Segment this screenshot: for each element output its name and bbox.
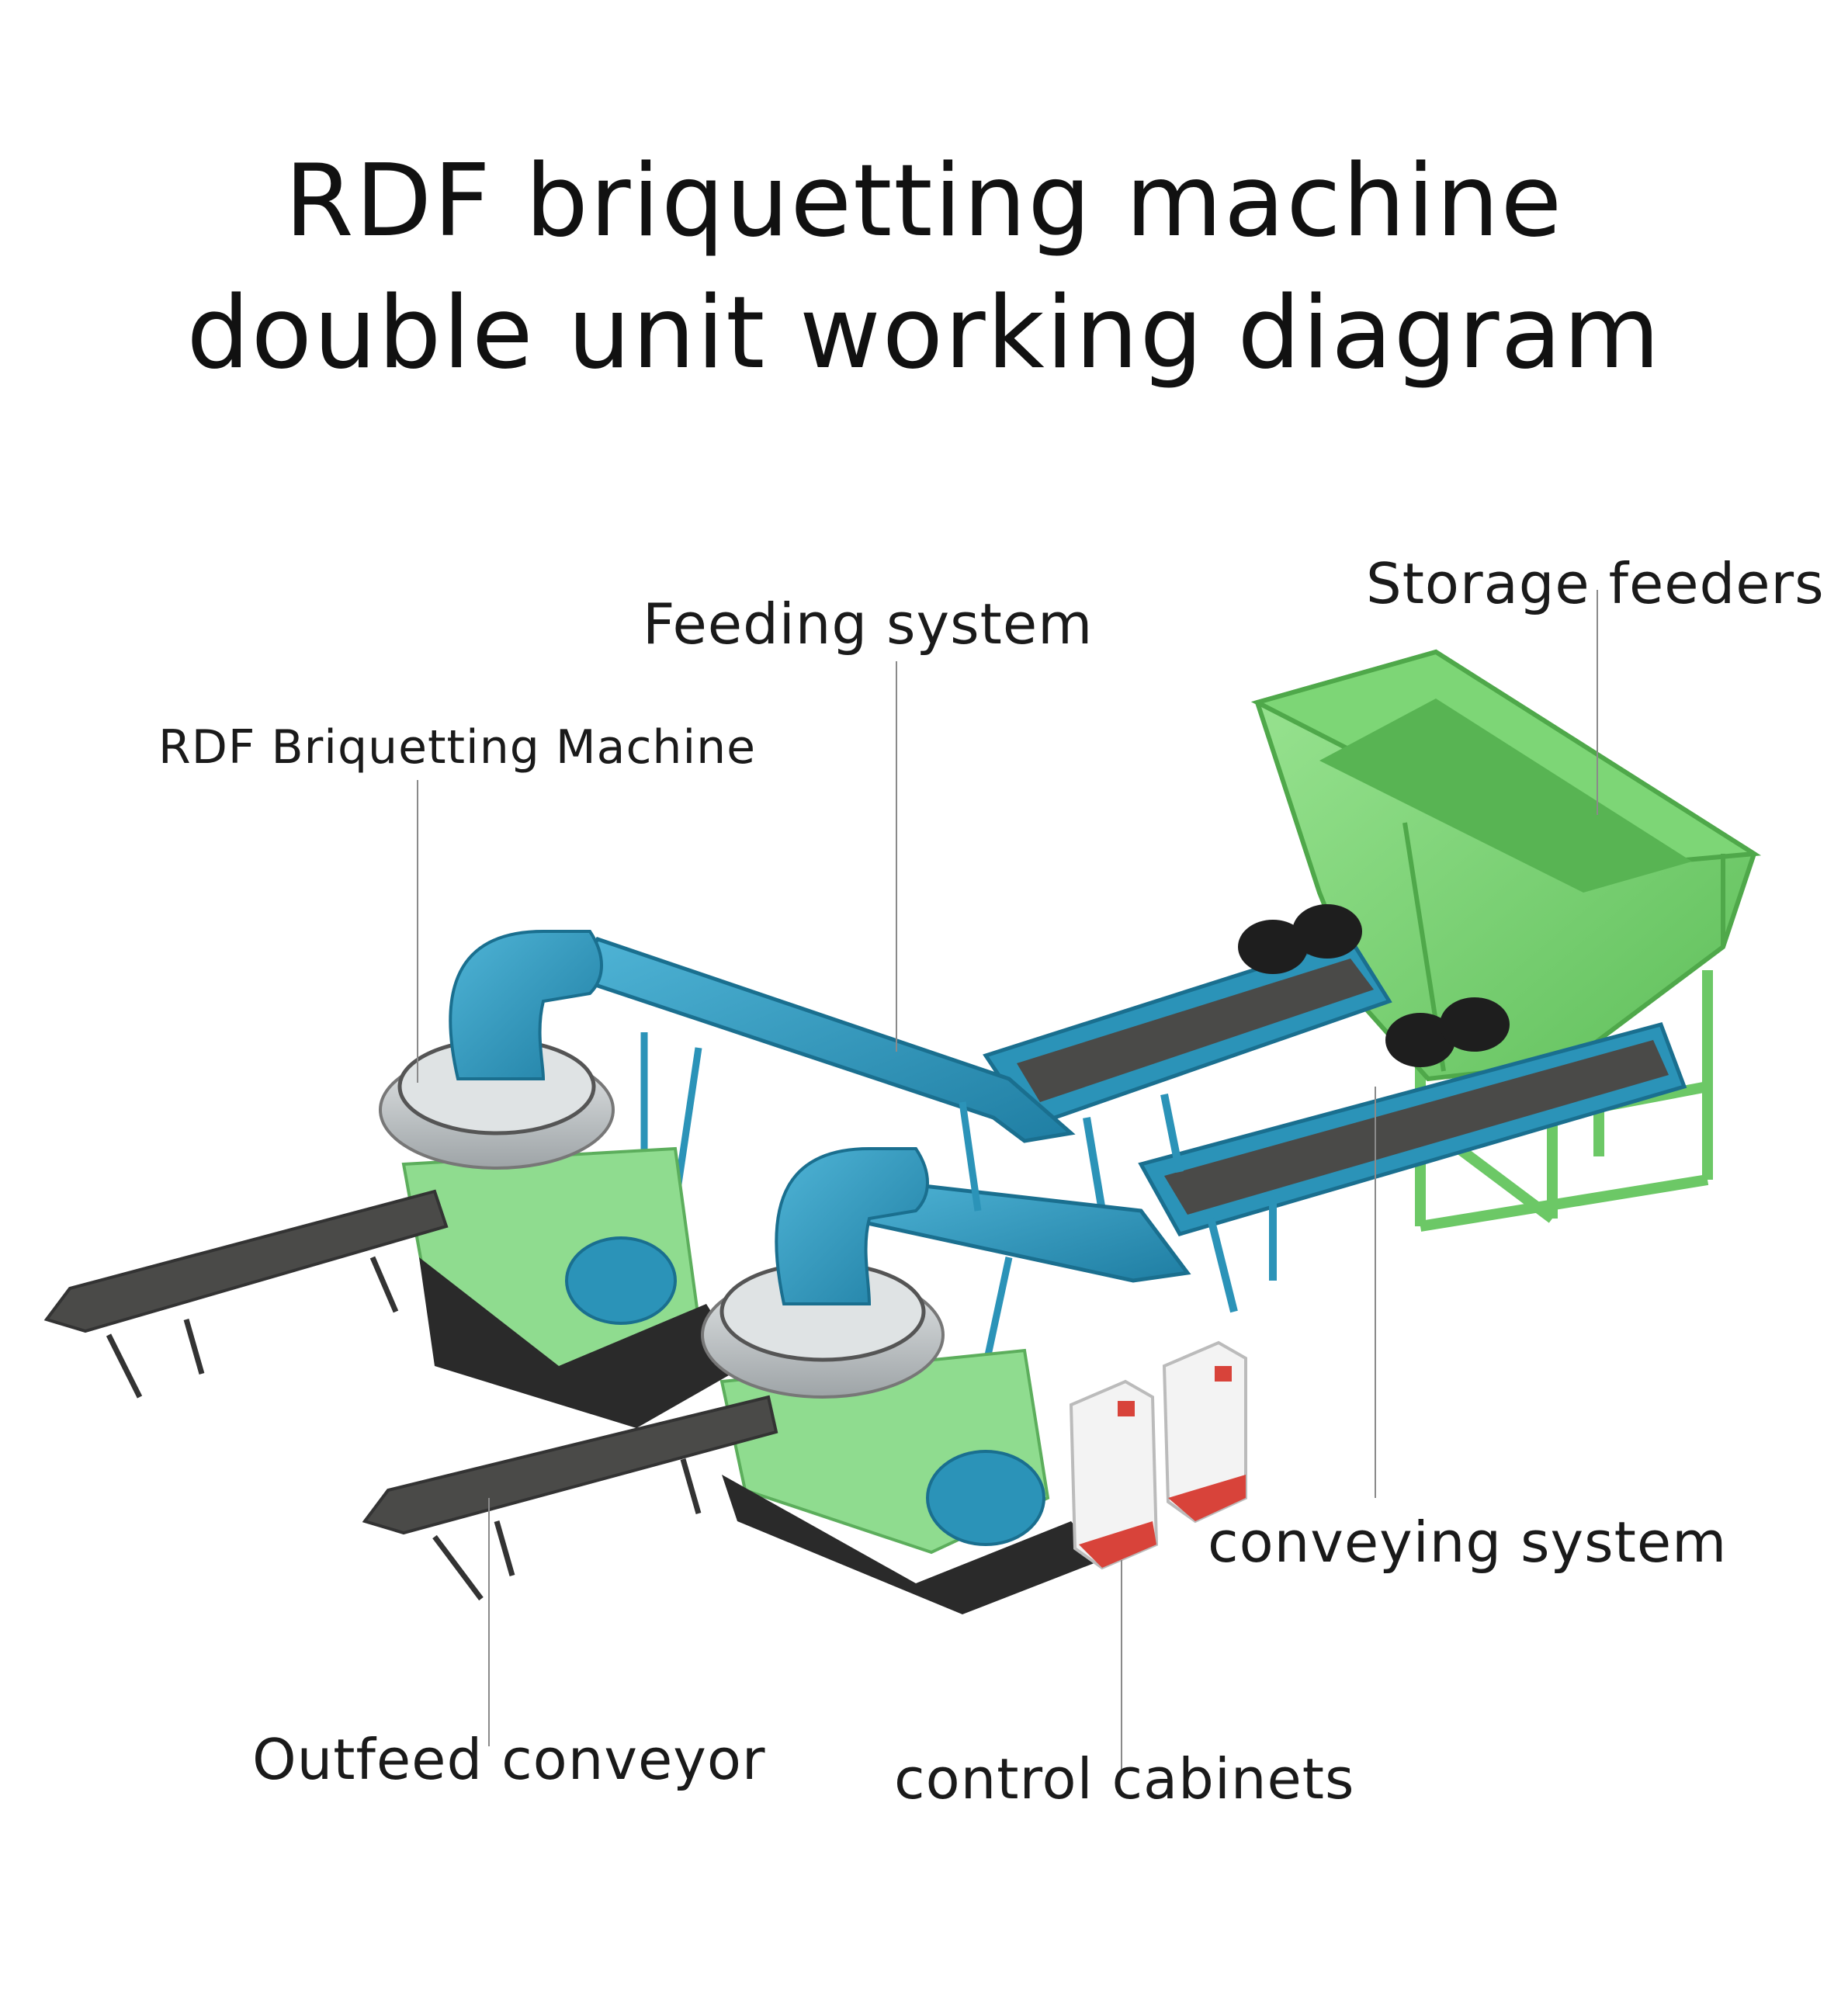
diagram-title-line-1: RDF briquetting machine: [284, 144, 1564, 259]
diagram-title-line-2: double unit working diagram: [186, 276, 1662, 391]
feeding-system-label: Feeding system: [643, 591, 1094, 657]
leader-lines: [417, 590, 1598, 1770]
storage-feeders-label: Storage feeders: [1366, 551, 1825, 616]
conveying-system-label: conveying system: [1208, 1510, 1728, 1575]
briquetting-machine-2: [701, 1147, 1102, 1614]
outfeed-conveyors: [43, 1189, 778, 1601]
briquetting-machine-1: [379, 930, 745, 1428]
control-cabinets-label: control cabinets: [894, 1746, 1355, 1812]
control-cabinets: [1069, 1340, 1247, 1570]
conveying-belts: [983, 904, 1687, 1313]
rdf-briquetting-machine-label: RDF Briquetting Machine: [158, 720, 757, 775]
outfeed-conveyor-label: Outfeed conveyor: [252, 1727, 766, 1792]
